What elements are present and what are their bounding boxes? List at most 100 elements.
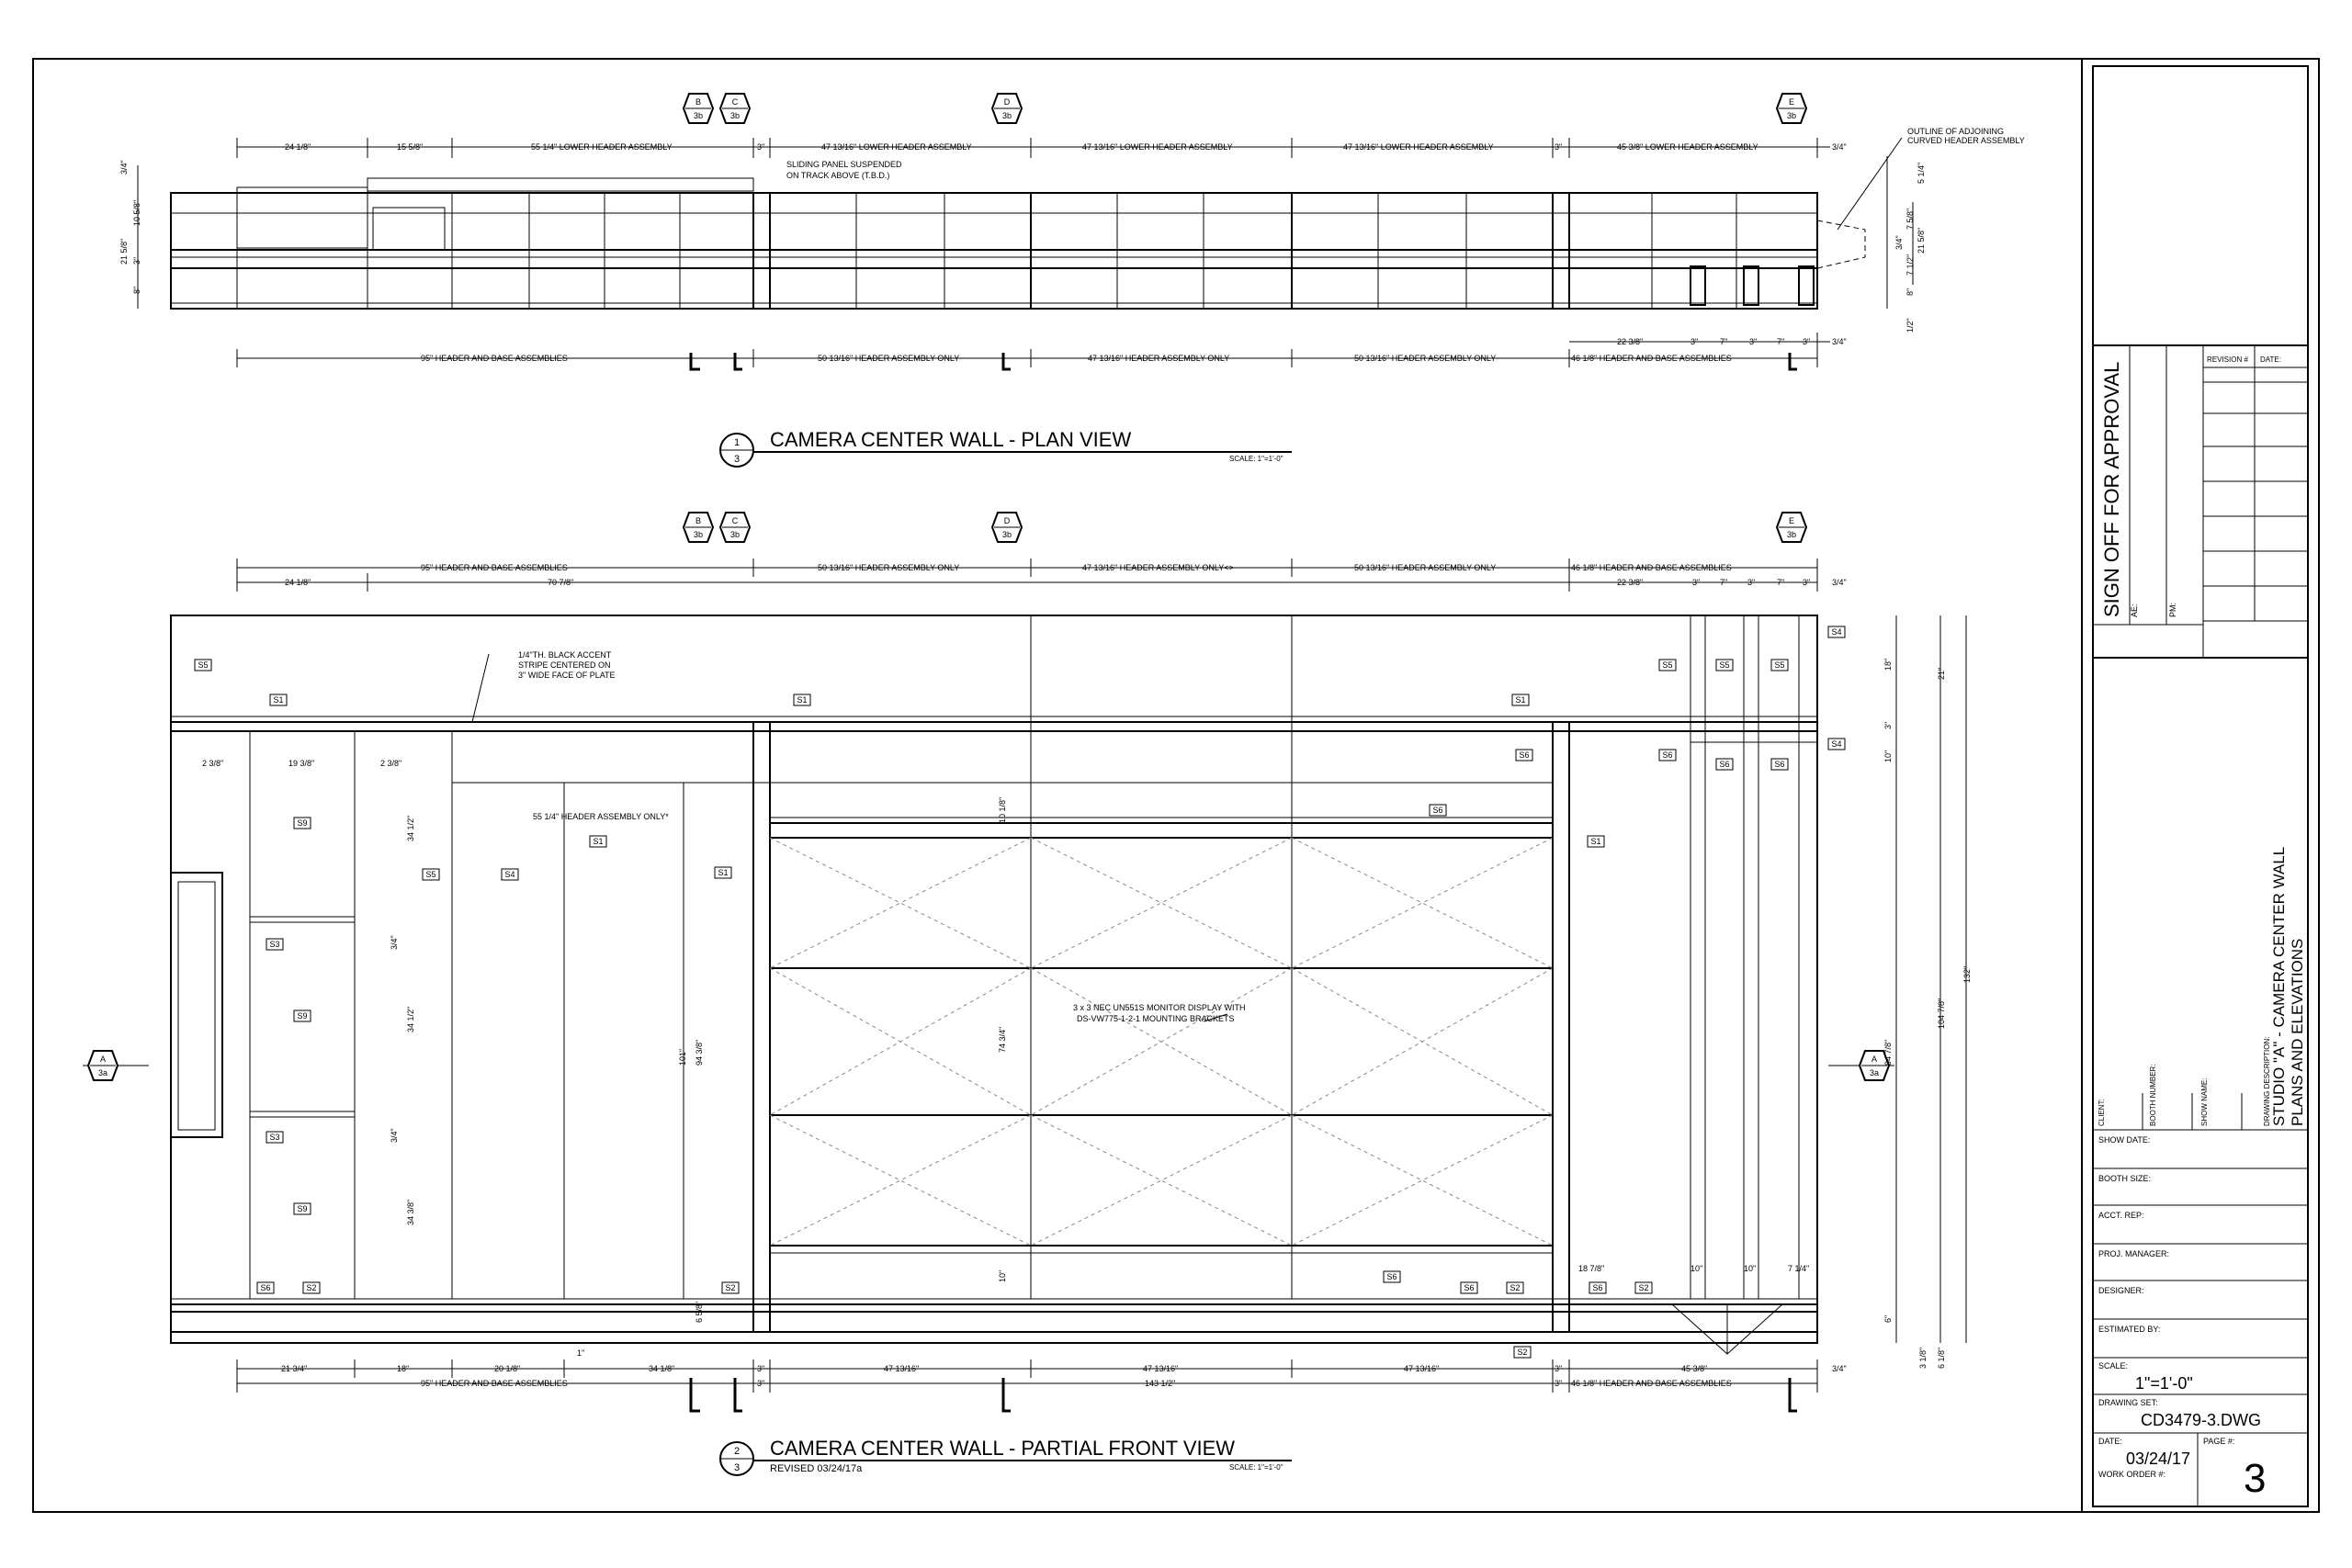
plan-sub-dim-5: 7": [1777, 337, 1784, 346]
section-marker-d-plan: D 3b: [990, 93, 1023, 124]
front-inner-dim-1: 2 3/8": [202, 759, 223, 768]
front-inner-dim-6: 34 1/2": [406, 1007, 415, 1032]
booth-size-label: BOOTH SIZE:: [2098, 1174, 2151, 1183]
spec-tag-s2: S2: [302, 1281, 321, 1294]
front-section-markers: B 3b C 3b D 3b E 3b A 3a: [83, 512, 1894, 1081]
note-header-assembly: 55 1/4" HEADER ASSEMBLY ONLY*: [533, 812, 669, 821]
front-dim-bottom2-2: 3": [757, 1379, 764, 1388]
client-label: CLIENT:: [2098, 1099, 2106, 1126]
section-marker-b-front: B 3b: [682, 512, 715, 543]
svg-text:S1: S1: [593, 837, 603, 846]
section-marker-d-front: D 3b: [990, 512, 1023, 543]
front-subdim-4: 3": [1692, 578, 1700, 587]
front-right-dim-7: 94 7/8": [1883, 1040, 1893, 1066]
sign-off-label: SIGN OFF FOR APPROVAL: [2100, 362, 2123, 617]
plan-title: CAMERA CENTER WALL - PLAN VIEW: [770, 428, 1131, 451]
spec-tag-s2: S2: [1506, 1281, 1524, 1294]
front-dim-bottom-7: 47 13/16": [1143, 1364, 1178, 1373]
svg-text:S9: S9: [297, 1204, 307, 1213]
front-subdim-5: 7": [1720, 578, 1727, 587]
svg-text:3b: 3b: [1002, 530, 1012, 539]
front-right-dim-4: 10": [1883, 750, 1893, 762]
drawing-set-value: CD3479-3.DWG: [2141, 1411, 2261, 1429]
spec-tag-s9: S9: [293, 817, 311, 829]
svg-text:3a: 3a: [98, 1068, 107, 1077]
plan-detail-sheet: 3: [734, 454, 740, 465]
page-value: 3: [2244, 1456, 2266, 1501]
note-stripe-2: STRIPE CENTERED ON: [518, 660, 611, 670]
date-value: 03/24/17: [2126, 1450, 2190, 1468]
front-view-text: 95" HEADER AND BASE ASSEMBLIES 50 13/16"…: [202, 563, 1972, 1388]
front-title: CAMERA CENTER WALL - PARTIAL FRONT VIEW: [770, 1437, 1235, 1460]
drawing-description-line-2: PLANS AND ELEVATIONS: [2289, 939, 2306, 1126]
svg-text:S5: S5: [425, 870, 435, 879]
svg-text:S6: S6: [260, 1283, 270, 1292]
designer-label: DESIGNER:: [2098, 1286, 2144, 1295]
front-revised: REVISED 03/24/17a: [770, 1463, 863, 1474]
plan-dim-top-5: 47 13/16" LOWER HEADER ASSEMBLY: [821, 142, 972, 152]
front-inner-dim-18: 10": [1744, 1264, 1756, 1273]
svg-text:S6: S6: [1774, 760, 1784, 769]
svg-text:3b: 3b: [694, 111, 703, 120]
spec-tag-s9: S9: [293, 1202, 311, 1215]
svg-text:C: C: [732, 97, 739, 107]
front-dim-bottom2-5: 46 1/8" HEADER AND BASE ASSEMBLIES: [1571, 1379, 1732, 1388]
front-detail-number: 2: [734, 1446, 740, 1457]
plan-dim-top-9: 45 3/8" LOWER HEADER ASSEMBLY: [1617, 142, 1758, 152]
spec-tag-s6: S6: [1429, 804, 1447, 817]
front-dim-bottom-10: 45 3/8": [1681, 1364, 1707, 1373]
spec-tag-s4: S4: [501, 868, 519, 881]
svg-text:S6: S6: [1519, 750, 1529, 760]
spec-tag-s6: S6: [1658, 749, 1677, 761]
front-inner-dim-12: 101": [678, 1049, 687, 1066]
front-dim-bottom-1: 21 3/4": [281, 1364, 307, 1373]
section-marker-a-left: A 3a: [83, 1050, 149, 1081]
spec-tag-s2: S2: [1513, 1346, 1532, 1359]
svg-text:S6: S6: [1719, 760, 1729, 769]
plan-note-sliding-1: SLIDING PANEL SUSPENDED: [786, 160, 902, 169]
section-marker-a-right: A 3a: [1828, 1050, 1894, 1081]
plan-right-dim-4: 21 5/8": [1917, 228, 1926, 254]
spec-tag-s1: S1: [793, 694, 811, 706]
plan-dim-top-7: 47 13/16" LOWER HEADER ASSEMBLY: [1343, 142, 1494, 152]
front-subdim-6: 3": [1747, 578, 1755, 587]
front-inner-dim-10: 74 3/4": [998, 1027, 1007, 1053]
spec-tag-s6: S6: [1383, 1270, 1401, 1283]
front-dim-bottom-11: 3/4": [1832, 1364, 1847, 1373]
front-dim-bottom-9: 3": [1555, 1364, 1562, 1373]
plan-dim-bottom-5: 46 1/8" HEADER AND BASE ASSEMBLIES: [1571, 354, 1732, 363]
front-inner-dim-15: 1": [577, 1348, 584, 1358]
spec-tag-s9: S9: [293, 1010, 311, 1022]
plan-detail-number: 1: [734, 437, 740, 448]
svg-text:S5: S5: [198, 660, 208, 670]
plan-left-dim-3: 21 5/8": [119, 239, 129, 265]
svg-text:3b: 3b: [1787, 111, 1796, 120]
ae-label: AE:: [2130, 604, 2139, 617]
svg-text:S2: S2: [306, 1283, 316, 1292]
svg-text:S6: S6: [1662, 750, 1672, 760]
plan-title-block: 1 3 CAMERA CENTER WALL - PLAN VIEW SCALE…: [719, 428, 1292, 468]
front-dim-bottom2-1: 95" HEADER AND BASE ASSEMBLIES: [421, 1379, 568, 1388]
front-dim-bottom-2: 18": [397, 1364, 409, 1373]
front-dim-bottom-8: 47 13/16": [1404, 1364, 1439, 1373]
spec-tag-s2: S2: [1634, 1281, 1653, 1294]
front-inner-dim-19: 7 1/4": [1788, 1264, 1809, 1273]
svg-text:S6: S6: [1464, 1283, 1474, 1292]
title-block-text: SIGN OFF FOR APPROVAL AE: PM: REVISION #…: [2098, 355, 2306, 1501]
front-right-dim-10: 6 1/8": [1937, 1348, 1946, 1369]
svg-text:S2: S2: [1517, 1348, 1527, 1357]
spec-tag-s2: S2: [721, 1281, 740, 1294]
plan-section-markers: B 3b C 3b D 3b E 3b: [682, 93, 1808, 124]
svg-text:A: A: [100, 1055, 106, 1064]
svg-text:D: D: [1004, 97, 1011, 107]
front-right-dim-5: 132": [1962, 966, 1972, 983]
svg-text:S4: S4: [1831, 627, 1841, 637]
front-inner-dim-7: 3/4": [390, 1128, 399, 1143]
spec-tag-s5: S5: [1715, 659, 1734, 671]
front-subdim-8: 3": [1803, 578, 1810, 587]
svg-text:B: B: [695, 97, 701, 107]
plan-right-dim-1: 5 1/4": [1917, 163, 1926, 184]
svg-text:S2: S2: [1638, 1283, 1648, 1292]
plan-left-dim-2: 10 5/8": [132, 200, 141, 226]
